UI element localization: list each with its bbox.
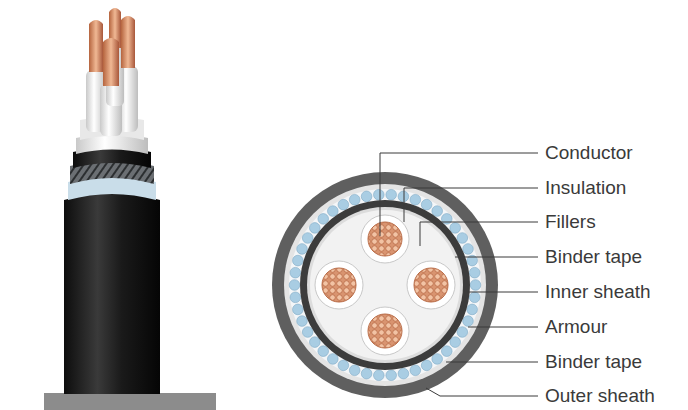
part-label: Insulation — [545, 177, 626, 199]
armour-wire — [463, 316, 474, 327]
armour-wire — [441, 214, 452, 225]
armour-wire — [361, 368, 372, 379]
conductor-3d — [89, 20, 103, 72]
armour-wire — [289, 280, 300, 291]
armour-wire — [470, 280, 481, 291]
conductor — [414, 268, 448, 302]
fillers — [310, 210, 460, 360]
armour-wire — [398, 368, 409, 379]
cross-section — [272, 172, 498, 398]
armour-wire — [410, 365, 421, 376]
armour-wire — [457, 327, 468, 338]
armour-wire — [410, 194, 421, 205]
conductor-3d — [121, 16, 135, 68]
armour-wire — [386, 370, 397, 381]
armour-wire — [463, 244, 474, 255]
armour-wire — [432, 354, 443, 365]
armour-wire — [398, 191, 409, 202]
armour-wire — [421, 360, 432, 371]
leader-lines — [380, 153, 538, 396]
armour-wire — [338, 199, 349, 210]
armour-wire — [386, 189, 397, 200]
armour-wire — [293, 255, 304, 266]
armour-wire — [290, 292, 301, 303]
armour-wire — [450, 337, 461, 348]
armour-wire — [349, 194, 360, 205]
part-label: Armour — [545, 316, 607, 338]
armour-layer — [289, 189, 481, 381]
conductor — [368, 314, 402, 348]
armour-wire — [467, 304, 478, 315]
armour-wire — [361, 191, 372, 202]
part-label: Binder tape — [545, 351, 642, 373]
outer-sheath-3d — [64, 193, 160, 394]
armour-wire — [374, 189, 385, 200]
armour-wire — [469, 292, 480, 303]
insulation — [315, 261, 363, 309]
part-label: Outer sheath — [545, 385, 655, 407]
armour-wire — [328, 354, 339, 365]
insulation — [361, 215, 409, 263]
part-label: Fillers — [545, 211, 596, 233]
part-label: Inner sheath — [545, 281, 651, 303]
armour-wire — [302, 233, 313, 244]
armour-wire — [328, 206, 339, 217]
armour-wire — [421, 199, 432, 210]
outer-sheath — [272, 172, 498, 398]
armour-wire — [469, 267, 480, 278]
armour-wire — [441, 346, 452, 357]
conductor — [322, 268, 356, 302]
insulation — [361, 307, 409, 355]
armour-wire — [297, 244, 308, 255]
armour-wire — [457, 233, 468, 244]
armour-wire — [297, 316, 308, 327]
armour-wire — [450, 223, 461, 234]
armour-wire — [318, 346, 329, 357]
binder-tape-inner — [307, 207, 463, 363]
armour-wire — [310, 223, 321, 234]
armour-wire — [293, 304, 304, 315]
armour-wire — [310, 337, 321, 348]
inner-sheath — [300, 200, 470, 370]
armour-wire — [349, 365, 360, 376]
conductor — [368, 222, 402, 256]
part-label: Binder tape — [545, 246, 642, 268]
armour-wire — [432, 206, 443, 217]
armour-wire — [318, 214, 329, 225]
armour-wire — [338, 360, 349, 371]
binder-tape-outer — [284, 184, 486, 386]
ground-bar — [44, 393, 216, 410]
armour-wire — [302, 327, 313, 338]
part-label: Conductor — [545, 142, 633, 164]
insulation — [407, 261, 455, 309]
armour-wire — [374, 370, 385, 381]
armour-wire — [290, 267, 301, 278]
conductor-3d — [103, 38, 119, 86]
